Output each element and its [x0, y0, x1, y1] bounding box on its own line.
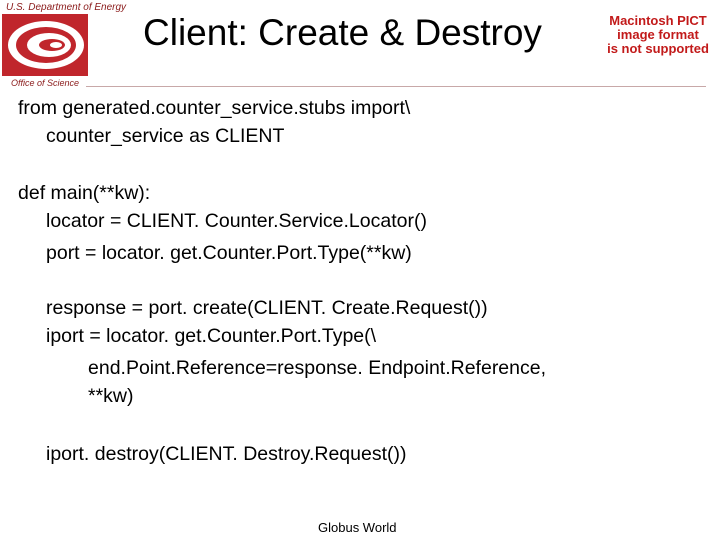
code-line-import: from generated.counter_service.stubs imp… [18, 97, 411, 119]
code-line-destroy: iport. destroy(CLIENT. Destroy.Request()… [46, 443, 407, 465]
code-line-def-main: def main(**kw): [18, 182, 151, 204]
code-line-endpoint-reference: end.Point.Reference=response. Endpoint.R… [88, 357, 547, 379]
doe-logo-icon [2, 14, 88, 76]
code-line-iport: iport = locator. get.Counter.Port.Type(\ [46, 325, 377, 347]
office-name: Office of Science [11, 78, 80, 88]
code-line-locator: locator = CLIENT. Counter.Service.Locato… [46, 210, 427, 232]
pict-line-1: Macintosh PICT [609, 13, 707, 28]
pict-line-2: image format [617, 27, 699, 42]
code-line-kw: **kw) [88, 385, 134, 407]
code-line-port: port = locator. get.Counter.Port.Type(**… [46, 242, 412, 264]
footer-text: Globus World [318, 520, 397, 535]
code-line-response: response = port. create(CLIENT. Create.R… [46, 297, 488, 319]
agency-name: U.S. Department of Energy [6, 2, 127, 13]
header-divider [86, 86, 706, 87]
code-line-import-alias: counter_service as CLIENT [46, 125, 285, 147]
pict-line-3: is not supported [607, 41, 709, 56]
slide-title: Client: Create & Destroy [143, 12, 542, 53]
unsupported-image-placeholder: Macintosh PICT image format is not suppo… [596, 14, 720, 56]
